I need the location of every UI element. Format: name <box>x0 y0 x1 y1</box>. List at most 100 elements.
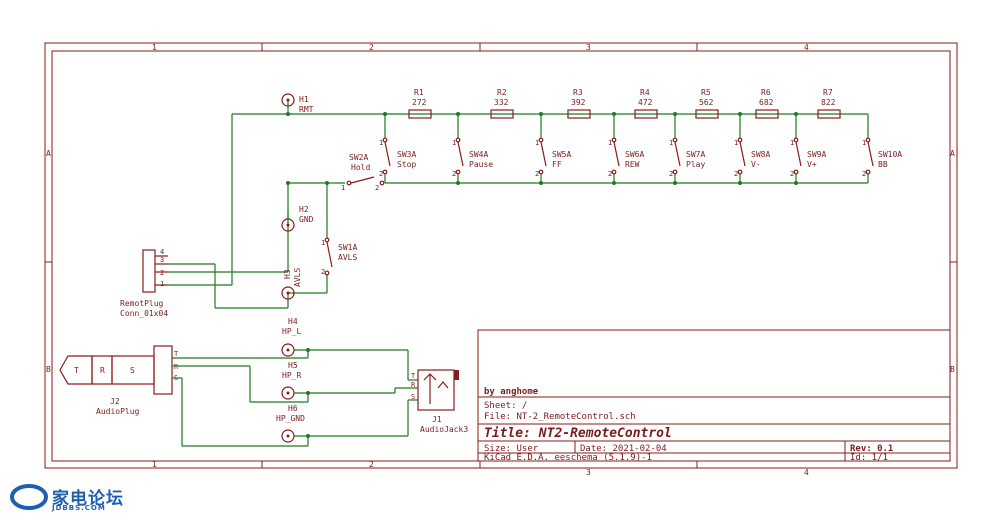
title-block-title: Title: NT2-RemoteControl <box>484 426 672 441</box>
audio-plug-seg-t: T <box>74 366 79 375</box>
resistor-r6[interactable]: R6 682 <box>755 88 779 119</box>
pad-h5-ref: H5 <box>288 361 298 370</box>
switch-sw4a-pin2: 2 <box>452 170 456 178</box>
switch-sw5a-pin2: 2 <box>535 170 539 178</box>
resistor-r5-ref: R5 <box>701 88 711 97</box>
col-label-3-top: 3 <box>586 43 591 52</box>
title-block-tool: KiCad E.D.A. eeschema (5.1.9)-1 <box>484 453 652 463</box>
switch-sw2a-ref: SW2A <box>349 153 368 162</box>
resistor-r2-ref: R2 <box>497 88 507 97</box>
pad-h2[interactable]: H2 GND <box>281 205 314 232</box>
resistor-r4[interactable]: R4 472 <box>634 88 658 119</box>
col-label-1-bottom: 1 <box>152 460 157 469</box>
resistor-r4-value: 472 <box>638 98 653 107</box>
resistor-r6-ref: R6 <box>761 88 771 97</box>
switch-sw7a-ref: SW7A <box>686 150 705 159</box>
pad-h4-value: HP_L <box>282 327 301 336</box>
pad-h6-value: HP_GND <box>276 414 305 423</box>
site-name-en: JDBBS.COM <box>52 504 106 512</box>
pad-h1[interactable]: H1 RMT <box>281 93 314 114</box>
pad-h6-ref: H6 <box>288 404 298 413</box>
pad-h5-value: HP_R <box>282 371 301 380</box>
switch-sw4a-ref: SW4A <box>469 150 488 159</box>
switch-sw9a-value: V+ <box>807 160 817 169</box>
audio-jack-pin-t: T <box>411 372 416 380</box>
switch-sw5a-ref: SW5A <box>552 150 571 159</box>
switch-sw7a[interactable]: 1 2 SW7A Play <box>669 137 705 178</box>
switch-sw7a-pin2: 2 <box>669 170 673 178</box>
resistor-r3[interactable]: R3 392 <box>567 88 591 119</box>
resistor-r7-value: 822 <box>821 98 836 107</box>
switch-sw5a-pin1: 1 <box>535 139 539 147</box>
resistor-r7[interactable]: R7 822 <box>817 88 841 119</box>
audio-plug-j2[interactable]: T R S T R S J2 AudioPlug <box>59 345 179 416</box>
switch-sw10a[interactable]: 1 2 SW10A BB <box>862 137 902 178</box>
title-block-file: File: NT-2_RemoteControl.sch <box>484 412 636 422</box>
switch-sw10a-pin2: 2 <box>862 170 866 178</box>
audio-plug-seg-s: S <box>130 366 135 375</box>
switch-sw6a-ref: SW6A <box>625 150 644 159</box>
resistor-r4-ref: R4 <box>640 88 650 97</box>
switch-sw3a[interactable]: 1 2 SW3A Stop <box>379 137 416 178</box>
switch-sw7a-pin1: 1 <box>669 139 673 147</box>
title-block-size: Size: User <box>484 444 539 454</box>
row-label-a-right: A <box>950 149 955 158</box>
switch-sw6a-pin2: 2 <box>608 170 612 178</box>
switch-sw8a-pin2: 2 <box>734 170 738 178</box>
switch-sw5a-value: FF <box>552 160 562 169</box>
switch-sw7a-value: Play <box>686 160 705 169</box>
title-block: by anghome Sheet: / File: NT-2_RemoteCon… <box>477 329 951 463</box>
connector-value: Conn_01x04 <box>120 309 168 318</box>
audio-jack-pin-s: S <box>411 393 415 401</box>
switch-sw1a-ref: SW1A <box>338 243 357 252</box>
pad-h4-ref: H4 <box>288 317 298 326</box>
title-block-id: Id: 1/1 <box>850 453 888 463</box>
resistor-r6-value: 682 <box>759 98 774 107</box>
switch-sw1a-pin1: 1 <box>321 239 325 247</box>
switch-sw6a[interactable]: 1 2 SW6A REW <box>608 137 644 178</box>
pad-h3-value: AVLS <box>293 268 302 287</box>
switch-sw1a-avls[interactable]: 1 2 SW1A AVLS <box>321 237 357 276</box>
pad-h3[interactable]: H3 AVLS <box>281 268 302 300</box>
switch-sw10a-pin1: 1 <box>862 139 866 147</box>
pad-h2-value: GND <box>299 215 314 224</box>
resistor-r1[interactable]: R1 272 <box>408 88 432 119</box>
connector-remotplug[interactable]: 4 3 2 1 RemotPlug Conn_01x04 <box>120 248 168 318</box>
audio-plug-seg-r: R <box>100 366 105 375</box>
resistor-r3-ref: R3 <box>573 88 583 97</box>
switch-sw2a-pin2: 2 <box>375 184 379 192</box>
switch-sw4a[interactable]: 1 2 SW4A Pause <box>452 137 493 178</box>
col-label-3-bottom: 3 <box>586 468 591 477</box>
title-block-sheet: Sheet: / <box>484 401 527 411</box>
switch-sw2a-value: Hold <box>351 163 370 172</box>
pad-h1-value: RMT <box>299 105 314 114</box>
audio-jack-value: AudioJack3 <box>420 425 468 434</box>
connector-pin-1: 1 <box>160 280 164 288</box>
switch-sw9a-pin1: 1 <box>790 139 794 147</box>
audio-plug-value: AudioPlug <box>96 407 140 416</box>
audio-plug-pin-r: R <box>174 363 179 371</box>
pad-h3-ref: H3 <box>283 269 292 279</box>
row-label-b-right: B <box>950 365 955 374</box>
site-watermark: 家电论坛 JDBBS.COM <box>10 482 140 514</box>
switch-sw8a[interactable]: 1 2 SW8A V- <box>734 137 770 178</box>
resistor-r2[interactable]: R2 332 <box>490 88 514 119</box>
col-label-1-top: 1 <box>152 43 157 52</box>
switch-sw4a-value: Pause <box>469 160 493 169</box>
switch-sw9a[interactable]: 1 2 SW9A V+ <box>790 137 826 178</box>
switch-sw2a-pin1: 1 <box>341 184 345 192</box>
switch-sw5a[interactable]: 1 2 SW5A FF <box>535 137 571 178</box>
switch-sw1a-pin2: 2 <box>321 268 325 276</box>
audio-jack-j1[interactable]: T R S J1 AudioJack3 <box>411 369 468 434</box>
resistor-r5[interactable]: R5 562 <box>695 88 719 119</box>
row-label-b-left: B <box>46 365 51 374</box>
switch-sw8a-value: V- <box>751 160 761 169</box>
remote-wires <box>168 100 869 309</box>
title-block-rev: Rev: 0.1 <box>850 444 893 454</box>
switch-sw2a-hold[interactable]: 1 2 SW2A Hold <box>341 153 385 192</box>
switch-sw4a-pin1: 1 <box>452 139 456 147</box>
audio-plug-ref: J2 <box>110 397 120 406</box>
connector-pin-2: 2 <box>160 269 164 277</box>
col-label-4-bottom: 4 <box>804 468 809 477</box>
